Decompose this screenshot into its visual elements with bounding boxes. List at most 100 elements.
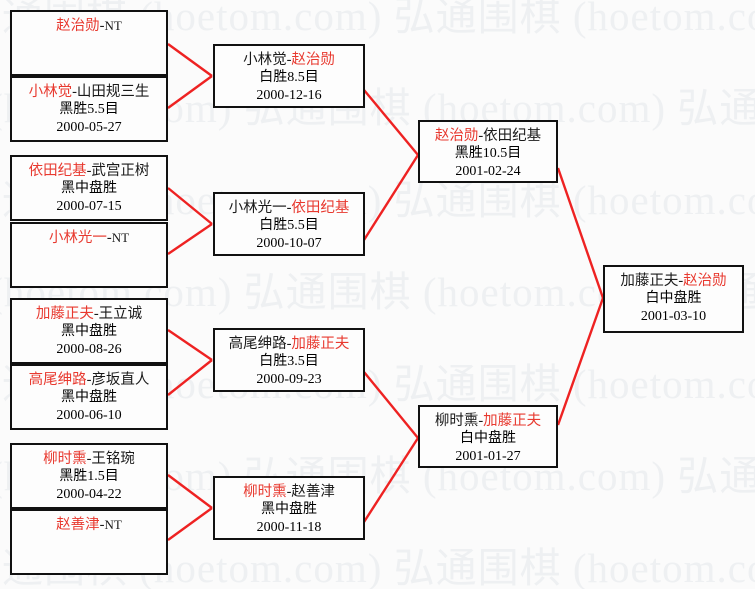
vs-dash: -: [72, 84, 77, 100]
match-players: 柳时熏-加藤正夫: [420, 412, 556, 430]
connector-r1-2: [167, 75, 213, 109]
connector-r1-3: [167, 187, 213, 225]
connector-r1-5: [167, 329, 213, 361]
match-date: 2000-09-23: [256, 371, 322, 387]
player-one: 柳时熏: [243, 484, 287, 500]
vs-dash: -: [286, 200, 292, 216]
player-one: 柳时熏: [43, 451, 87, 467]
match-date: 2000-04-22: [56, 486, 122, 502]
connector-r2-2: [362, 154, 420, 241]
player-two: 赵治勋: [683, 273, 727, 289]
match-result: 黑中盘胜: [61, 181, 117, 197]
match-players: 小林光一-依田纪基: [215, 199, 363, 217]
match-r1-1[interactable]: 赵治勋-NT: [10, 10, 168, 76]
match-r1-8[interactable]: 赵善津-NT: [10, 509, 168, 575]
match-result: 黑胜1.5目: [59, 469, 119, 485]
player-two: 山田规三生: [76, 84, 150, 100]
match-date: 2000-05-27: [56, 119, 122, 135]
vs-dash: -: [286, 52, 292, 68]
vs-dash: -: [86, 372, 92, 388]
match-date: 2000-11-18: [256, 519, 322, 535]
player-two: 武宫正树: [91, 163, 150, 179]
connector-r3-1: [556, 167, 605, 299]
player-one: 小林光一: [228, 200, 287, 216]
match-result: 黑中盘胜: [61, 390, 117, 406]
match-players: 赵治勋-依田纪基: [420, 127, 556, 145]
player-two: 王铭琬: [91, 451, 135, 467]
player-one: 依田纪基: [28, 163, 87, 179]
vs-dash: -: [478, 413, 484, 429]
connector-r1-7: [167, 474, 213, 509]
vs-dash: -: [678, 273, 684, 289]
player-two: 依田纪基: [291, 200, 350, 216]
match-date: 2000-10-07: [256, 235, 322, 251]
player-one: 小林光一: [48, 230, 107, 246]
player-two: 王立诚: [98, 306, 143, 322]
vs-dash: -: [478, 128, 484, 144]
match-date: 2001-01-27: [455, 448, 521, 464]
connector-r3-2: [556, 297, 605, 426]
match-result: 白中盘胜: [460, 431, 516, 447]
match-players: 小林光一-NT: [12, 229, 166, 247]
match-r1-4[interactable]: 小林光一-NT: [10, 222, 168, 288]
player-two: 加藤正夫: [291, 336, 350, 352]
player-one: 赵善津: [56, 517, 100, 533]
player-two: 赵善津: [291, 484, 335, 500]
match-players: 高尾绅路-加藤正夫: [215, 335, 363, 353]
vs-dash: -: [86, 451, 92, 467]
match-result: 白胜8.5目: [259, 70, 319, 86]
match-players: 依田纪基-武宫正树: [12, 162, 166, 180]
connector-r1-4: [167, 223, 213, 255]
match-result: 黑胜10.5目: [454, 146, 522, 162]
connector-r2-1: [363, 89, 419, 156]
match-players: 加藤正夫-赵治勋: [605, 272, 742, 290]
player-one: 赵治勋: [434, 128, 479, 144]
player-one: 赵治勋: [56, 18, 100, 34]
match-date: 2000-07-15: [56, 198, 122, 214]
player-two: 彦坂直人: [91, 372, 150, 388]
player-one: 加藤正夫: [620, 273, 679, 289]
vs-dash: -: [99, 517, 105, 533]
match-players: 赵善津-NT: [12, 516, 166, 534]
player-two: 赵治勋: [291, 52, 335, 68]
match-players: 小林觉-山田规三生: [12, 83, 166, 101]
player-two: NT: [104, 18, 122, 33]
vs-dash: -: [86, 163, 92, 179]
match-result: 白胜3.5目: [259, 354, 319, 370]
vs-dash: -: [286, 336, 292, 352]
player-two: NT: [104, 517, 122, 532]
vs-dash: -: [99, 18, 105, 34]
match-result: 黑中盘胜: [261, 502, 317, 518]
match-date: 2001-03-10: [640, 308, 707, 324]
player-one: 高尾绅路: [28, 372, 87, 388]
connector-r1-1: [167, 43, 213, 77]
player-two: NT: [111, 230, 130, 245]
player-one: 小林觉: [243, 52, 287, 68]
match-players: 高尾绅路-彦坂直人: [12, 371, 166, 389]
match-result: 黑胜5.5目: [59, 102, 119, 118]
match-players: 柳时熏-赵善津: [215, 483, 363, 501]
connector-r1-6: [167, 359, 213, 396]
match-date: 2000-12-16: [256, 87, 322, 103]
vs-dash: -: [106, 230, 112, 246]
connector-r2-4: [362, 437, 420, 523]
match-date: 2000-08-26: [56, 341, 122, 357]
match-date: 2000-06-10: [56, 407, 122, 423]
player-one: 高尾绅路: [228, 336, 287, 352]
player-two: 依田纪基: [483, 128, 542, 144]
match-date: 2001-02-24: [455, 163, 521, 179]
